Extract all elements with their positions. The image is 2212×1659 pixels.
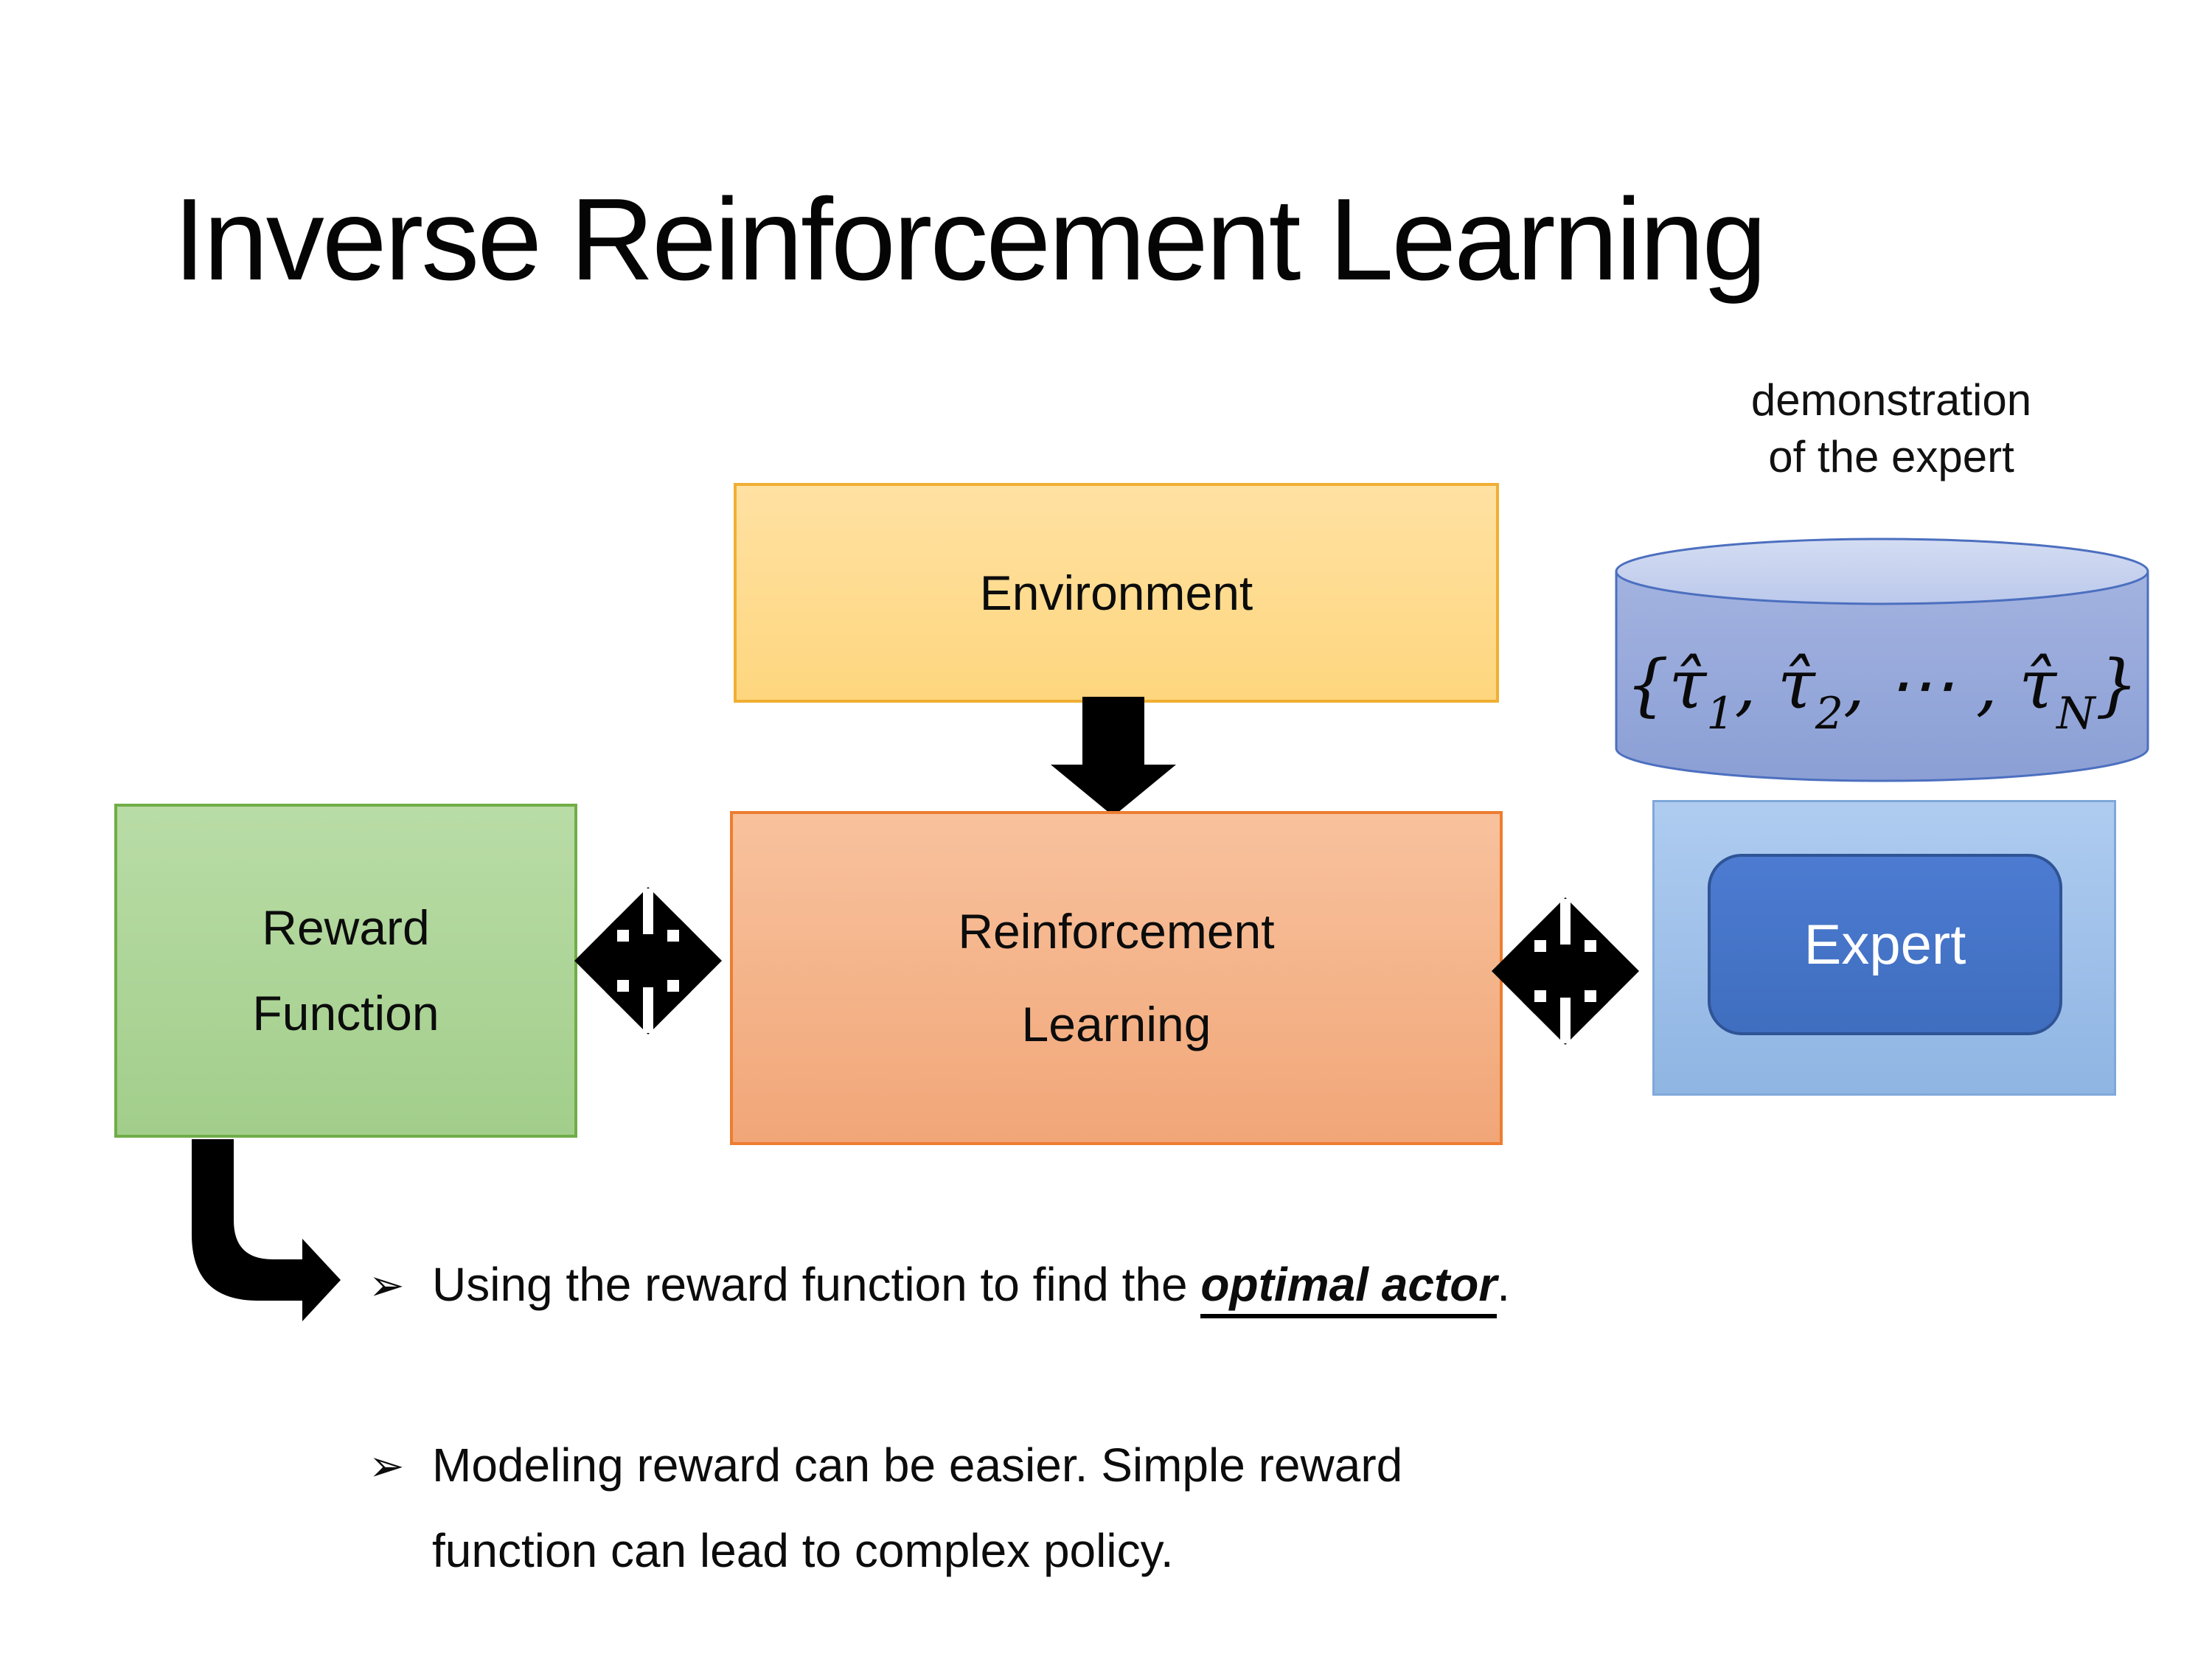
demonstration-database-cylinder — [1615, 538, 2149, 782]
bent-arrow — [192, 1139, 341, 1321]
formula-part: } — [2095, 645, 2139, 724]
double-arrow-rl-expert — [1492, 897, 1639, 1045]
formula-subscript: 2 — [1815, 688, 1844, 740]
environment-label: Environment — [979, 566, 1253, 620]
bullet-2: ➢ Modeling reward can be easier. Simple r… — [369, 1438, 2153, 1578]
double-arrow-reward-rl — [574, 887, 722, 1034]
bullet-1-emphasis: optimal actor — [1200, 1258, 1498, 1318]
demonstration-label-line2: of the expert — [1768, 431, 2014, 481]
reward-function-label-line1: Reward — [262, 900, 430, 955]
rl-label-line2: Learning — [1021, 996, 1211, 1051]
bullet-1-text-pre: Using the reward function to find the — [432, 1258, 1201, 1311]
environment-box: Environment — [734, 483, 1499, 703]
demonstration-label-line1: demonstration — [1750, 375, 2032, 425]
formula-subscript: 1 — [1706, 688, 1735, 740]
reward-function-box: Reward Function — [114, 804, 577, 1138]
down-arrow — [1051, 697, 1176, 816]
rl-label-line1: Reinforcement — [958, 904, 1275, 959]
bullet-2-marker: ➢ — [369, 1442, 405, 1490]
bullet-2-line2-wrap: function can lead to complex policy. — [369, 1523, 2153, 1578]
formula-subscript: N — [2056, 688, 2096, 740]
demonstration-label: demonstration of the expert — [1585, 372, 2197, 486]
expert-label: Expert — [1804, 913, 1966, 976]
slide-title: Inverse Reinforcement Learning — [173, 175, 1767, 305]
bullet-2-line1: ➢ Modeling reward can be easier. Simple r… — [369, 1438, 2153, 1492]
bullet-2-text-line2: function can lead to complex policy. — [432, 1524, 1174, 1577]
bullet-1-text-post: . — [1497, 1258, 1510, 1311]
formula-part: , ⋯ , τ̂ — [1843, 645, 2057, 724]
bullet-2-text-line1: Modeling reward can be easier. Simple re… — [432, 1439, 1403, 1492]
formula-part: , τ̂ — [1734, 645, 1815, 724]
formula-part: {τ̂ — [1625, 645, 1707, 724]
bullet-1: ➢ Using the reward function to find the o… — [369, 1257, 2153, 1318]
bullet-1-marker: ➢ — [369, 1262, 405, 1310]
reward-function-label-line2: Function — [252, 985, 439, 1040]
trajectory-set-formula: {τ̂1, τ̂2, ⋯ , τ̂N} — [1614, 645, 2150, 740]
reinforcement-learning-box: Reinforcement Learning — [730, 811, 1503, 1145]
expert-box: Expert — [1708, 854, 2062, 1035]
